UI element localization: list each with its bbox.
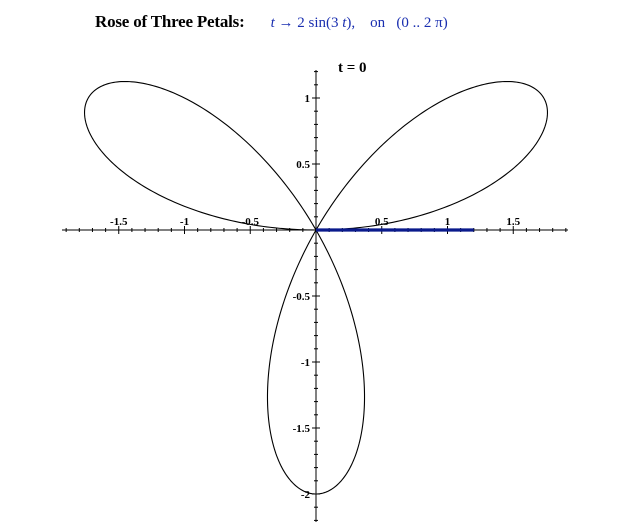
- frame-label: t = 0: [338, 60, 367, 76]
- plot-title: Rose of Three Petals: t → 2 sin(3 t), on…: [95, 12, 448, 36]
- formula-range-open: (0 .. 2: [396, 15, 432, 31]
- formula-expr: 2 sin(3: [297, 15, 339, 31]
- x-tick-label: 1: [445, 216, 451, 228]
- x-tick-label: -1: [180, 216, 189, 228]
- title-formula: t → 2 sin(3 t), on (0 .. 2 π): [270, 15, 448, 31]
- x-tick-label: -1.5: [110, 216, 128, 228]
- formula-on: on: [370, 15, 386, 31]
- formula-pi: π: [435, 15, 443, 31]
- y-tick-label: 0.5: [296, 159, 310, 171]
- y-tick-label: -0.5: [293, 291, 311, 303]
- y-tick-label: 1: [305, 93, 311, 105]
- formula-close: ): [346, 15, 352, 31]
- x-tick-label: -0.5: [242, 216, 260, 228]
- x-tick-label: 1.5: [506, 216, 520, 228]
- y-tick-label: -2: [301, 489, 311, 501]
- x-tick-label: 0.5: [375, 216, 389, 228]
- y-tick-label: -1.5: [293, 423, 311, 435]
- y-tick-label: -1: [301, 357, 310, 369]
- formula-range-close: ): [442, 15, 448, 31]
- title-text: Rose of Three Petals:: [95, 12, 245, 31]
- formula-arrow: →: [278, 15, 294, 31]
- formula-var-inner: t: [342, 15, 347, 31]
- tick-labels: -1.5 -1 -0.5 0.5 1 1.5 1 0.5 -0.5 -1 -1.5 -2: [110, 93, 521, 501]
- formula-var: t: [270, 15, 275, 31]
